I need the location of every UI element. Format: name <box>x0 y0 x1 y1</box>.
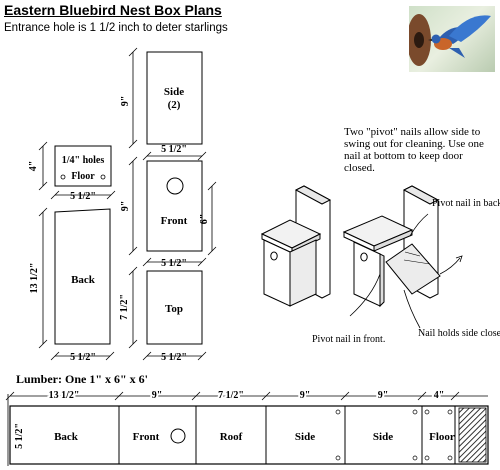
top-label: Top <box>165 303 183 315</box>
lumber-board: 5 1/2" 13 1/2" 9" 7 1/2" 9" 9" 4" Back F… <box>5 388 489 466</box>
segment-length: 4" <box>434 390 445 401</box>
side-board <box>289 239 317 307</box>
segment-length: 13 1/2" <box>49 390 80 401</box>
side-count: (2) <box>168 99 181 111</box>
bird-beak <box>428 39 432 41</box>
back-board-top-open <box>402 185 440 205</box>
top-width-dim: 5 1/2" <box>161 352 187 363</box>
assembled-box-closed <box>260 185 332 307</box>
front-height-dim: 9" <box>120 201 131 212</box>
front-outline <box>146 160 203 252</box>
bird-tail <box>449 48 465 58</box>
top-piece: Top 7 1/2" 5 1/2" <box>119 266 207 363</box>
floor-label: Floor <box>71 171 95 182</box>
pivot-back-leader <box>409 213 429 237</box>
roof-side-open <box>373 229 413 252</box>
waste-end-hatched <box>458 407 487 463</box>
callout-lines <box>349 213 463 329</box>
lumber-outline <box>9 405 489 465</box>
floor-holes-label: 1/4" holes <box>62 155 105 166</box>
side-door-swung <box>385 243 441 295</box>
bluebird-illustration <box>409 14 491 66</box>
door-swing-arrowhead <box>455 255 463 263</box>
segment-label: Back <box>54 431 79 443</box>
segment-label: Front <box>133 431 160 443</box>
segment-length: 7 1/2" <box>218 390 244 401</box>
side-piece: Side (2) 9" 5 1/2" <box>120 47 207 161</box>
nest-box-hole <box>414 32 424 48</box>
front-hole-dim: 6" <box>199 214 210 225</box>
nail-hole-marks <box>335 409 453 461</box>
segment-length: 9" <box>378 390 389 401</box>
door-hatch <box>404 251 421 257</box>
side-outline <box>146 51 203 145</box>
entrance-hole <box>166 177 184 195</box>
floor-drain-hole <box>60 174 66 180</box>
door-hatch <box>403 259 431 265</box>
page-subtitle: Entrance hole is 1 1/2 inch to deter sta… <box>4 22 228 34</box>
board-width-dim: 5 1/2" <box>14 423 25 449</box>
side-width-dim: 5 1/2" <box>161 144 187 155</box>
front-width-dim: 5 1/2" <box>161 258 187 269</box>
front-label: Front <box>161 215 188 227</box>
floor-piece: 1/4" holes Floor 4" 5 1/2" <box>28 141 116 202</box>
entrance-hole-mark <box>170 428 186 444</box>
side-label: Side <box>164 86 184 98</box>
back-width-dim: 5 1/2" <box>70 352 96 363</box>
back-height-dim: 13 1/2" <box>29 263 40 294</box>
nail-holds-note: Nail holds side closed. <box>418 328 500 339</box>
page-title: Eastern Bluebird Nest Box Plans <box>4 2 222 18</box>
front-board-open <box>353 241 381 307</box>
nail-holds-leader <box>403 289 421 329</box>
segment-label: Side <box>295 431 315 443</box>
back-board-top <box>294 185 332 205</box>
front-board-edge <box>379 253 385 308</box>
bluebird-photo <box>409 6 495 72</box>
assembled-box-open <box>342 185 441 308</box>
back-label: Back <box>71 274 96 286</box>
top-height-dim: 7 1/2" <box>119 294 130 320</box>
entrance-hole-open <box>360 252 368 262</box>
segment-label: Side <box>373 431 393 443</box>
back-outline <box>54 208 111 345</box>
segment-length: 9" <box>152 390 163 401</box>
side-height-dim: 9" <box>120 96 131 107</box>
segment-label: Roof <box>220 431 243 443</box>
pivot-front-note: Pivot nail in front. <box>312 334 385 345</box>
pivot-back-note: Pivot nail in back. <box>432 198 500 209</box>
floor-width-dim: 5 1/2" <box>70 191 96 202</box>
floor-drain-hole <box>100 174 106 180</box>
door-swing-arrow <box>439 257 461 275</box>
floor-outline <box>54 145 112 187</box>
pivot-note: Two "pivot" nails allow side to swing ou… <box>344 126 484 174</box>
bird-head <box>431 34 441 44</box>
front-piece: Front 9" 6" 5 1/2" <box>120 156 217 269</box>
entrance-hole-3d <box>270 251 278 261</box>
pivot-front-leader <box>349 273 381 317</box>
lumber-label: Lumber: One 1" x 6" x 6' <box>16 372 148 386</box>
segment-length: 9" <box>300 390 311 401</box>
segment-label: Floor <box>429 431 455 443</box>
back-piece: Back 13 1/2" 5 1/2" <box>29 207 115 363</box>
front-board <box>263 239 291 307</box>
bird-wing-front <box>449 15 491 42</box>
floor-height-dim: 4" <box>28 161 39 172</box>
top-outline <box>146 270 203 345</box>
